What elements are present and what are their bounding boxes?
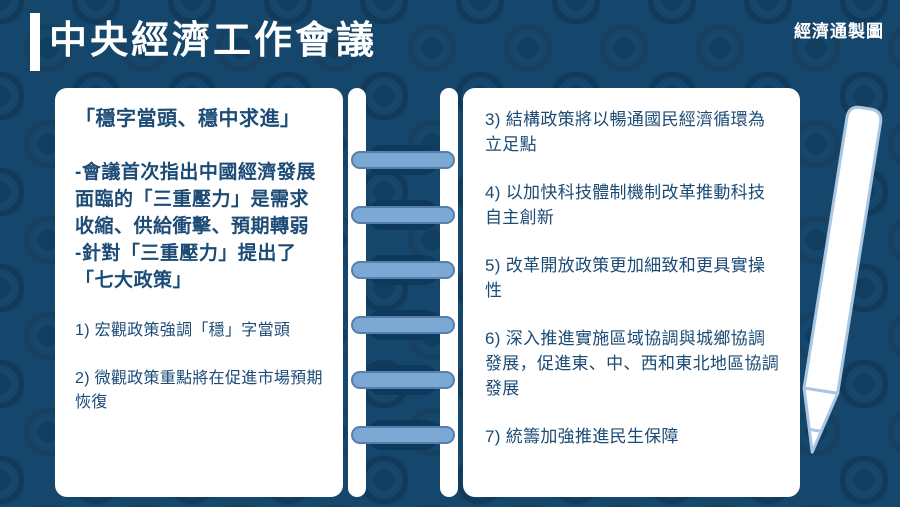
left-page-bold-block: -會議首次指出中國經濟發展面臨的「三重壓力」是需求收縮、供給衝擊、預期轉弱 -針… [75, 160, 325, 295]
binder-ring [351, 255, 455, 285]
header: 中央經濟工作會議 [30, 13, 377, 71]
policy-item-5: 5) 改革開放政策更加細致和更具實操性 [485, 255, 766, 300]
policy-item-2: 2) 微觀政策重點將在促進市場預期恢復 [75, 369, 323, 411]
binder-ring [351, 365, 455, 395]
binder-ring [351, 310, 455, 340]
binder-ring-bar [351, 151, 455, 169]
binder-ring-bar [351, 316, 455, 334]
notebook-right-page: 3) 結構政策將以暢通國民經濟循環為立足點 4) 以加快科技體制機制改革推動科技… [463, 88, 800, 497]
policy-item-7: 7) 統籌加強推進民生保障 [485, 426, 679, 446]
binder-ring-bar [351, 261, 455, 279]
policy-item-6: 6) 深入推進實施區域協調與城鄉協調發展，促進東、中、西和東北地區協調發展 [485, 328, 780, 398]
policy-item-3: 3) 結構政策將以暢通國民經濟循環為立足點 [485, 110, 766, 154]
left-page-paragraph-2: -針對「三重壓力」提出了「七大政策」 [75, 242, 297, 291]
right-page-inner-edge [440, 88, 458, 497]
left-page-heading: 「穩字當頭、穩中求進」 [75, 108, 301, 130]
binder-ring-bar [351, 426, 455, 444]
binder-ring [351, 200, 455, 230]
binder-ring [351, 420, 455, 450]
binder-ring [351, 145, 455, 175]
policy-item-1: 1) 宏觀政策強調「穩」字當頭 [75, 321, 291, 339]
left-page-paragraph-1: -會議首次指出中國經濟發展面臨的「三重壓力」是需求收縮、供給衝擊、預期轉弱 [75, 162, 316, 237]
policy-item-4: 4) 以加快科技體制機制改革推動科技自主創新 [485, 182, 766, 227]
title-accent-bar [30, 13, 40, 71]
binder-ring-bar [351, 371, 455, 389]
binder-ring-bar [351, 206, 455, 224]
credit-label: 經濟通製圖 [794, 22, 884, 41]
left-page-inner-edge [348, 88, 366, 497]
notebook-left-page: 「穩字當頭、穩中求進」 -會議首次指出中國經濟發展面臨的「三重壓力」是需求收縮、… [55, 88, 343, 497]
page-title: 中央經濟工作會議 [49, 20, 378, 63]
